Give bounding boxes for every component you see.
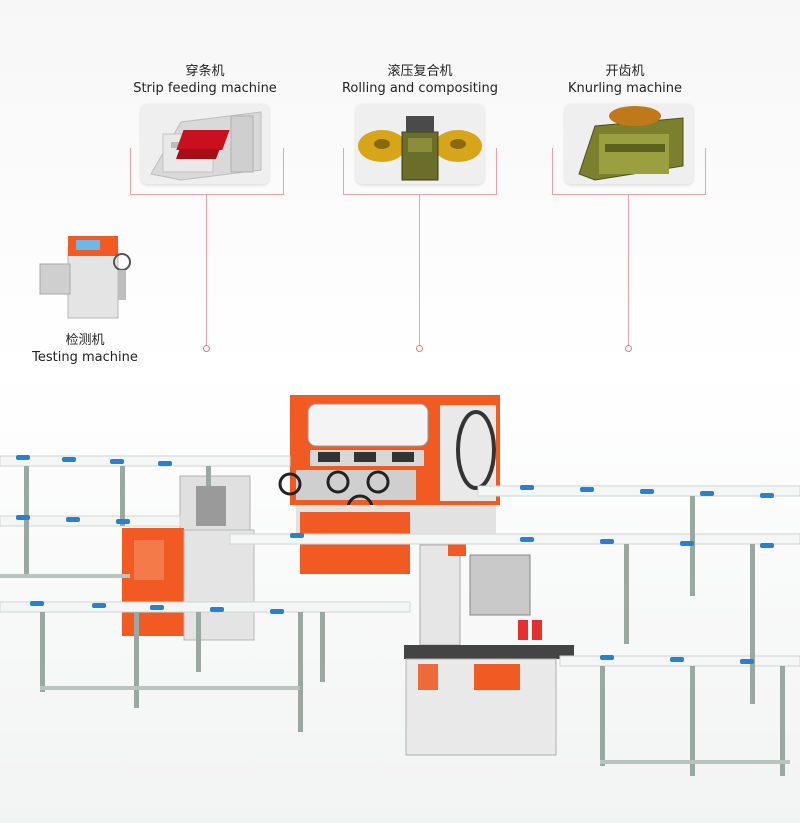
rolling-label-en: Rolling and compositing [341,81,498,96]
strip-feeding-callout: 穿条机 Strip feeding machine [120,64,290,97]
knurling-dot [625,345,632,352]
strip-feeding-leader [206,194,207,346]
strip-feeding-machine [122,475,255,641]
rolling-callout: 滚压复合机 Rolling and compositing [330,64,510,97]
testing-label-zh: 检测机 [65,333,105,348]
knurling-leader [628,194,629,346]
testing-machine [39,236,131,319]
strip-feeding-dot [203,345,210,352]
knurling-label-zh: 开齿机 [605,64,645,79]
rolling-compositing-machine [278,395,500,574]
knurling-thumbnail [565,104,693,184]
strip-feeding-bracket [130,148,284,195]
knurling-callout: 开齿机 Knurling machine [540,64,710,97]
knurling-machine [404,538,574,756]
strip-feeding-label-zh: 穿条机 [185,64,225,79]
strip-feeding-thumbnail [141,104,269,184]
testing-label-en: Testing machine [32,350,138,365]
roller-conveyor-rails [0,455,800,776]
rolling-dot [416,345,423,352]
knurling-label-en: Knurling machine [567,81,683,96]
knurling-bracket [552,148,706,195]
rolling-leader [419,194,420,346]
rolling-thumbnail [356,104,484,184]
testing-callout: 检测机 Testing machine [20,333,150,366]
strip-feeding-label-en: Strip feeding machine [133,81,277,96]
rolling-bracket [343,148,497,195]
rolling-label-zh: 滚压复合机 [387,64,453,79]
